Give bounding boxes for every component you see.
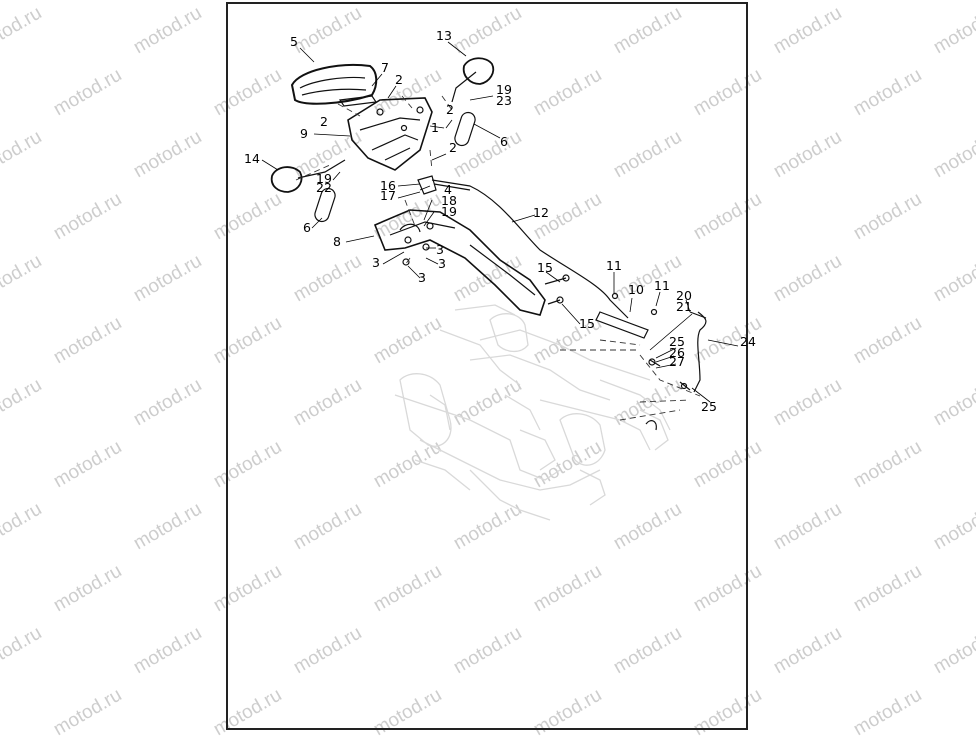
part-callout-5: 5 — [290, 34, 298, 49]
part-callout-1: 1 — [431, 120, 439, 135]
part-callout-10: 10 — [628, 282, 644, 297]
part-callout-2: 2 — [320, 114, 328, 129]
part-callout-4: 4 — [444, 182, 452, 197]
part-callout-22: 22 — [316, 180, 332, 195]
part-callout-2: 2 — [446, 102, 454, 117]
part-callout-2: 2 — [449, 140, 457, 155]
part-callout-21: 21 — [676, 299, 692, 314]
part-callout-3: 3 — [372, 255, 380, 270]
part-callout-11: 11 — [654, 278, 670, 293]
part-callout-6: 6 — [303, 220, 311, 235]
part-callout-27: 27 — [669, 354, 685, 369]
part-callout-19: 19 — [316, 171, 332, 186]
part-callout-11: 11 — [606, 258, 622, 273]
part-callout-15: 15 — [579, 316, 595, 331]
dashed-leaders — [295, 95, 701, 421]
part-callout-18: 18 — [441, 193, 457, 208]
part-callout-3: 3 — [438, 256, 446, 271]
part-callout-8: 8 — [333, 234, 341, 249]
part-callout-19: 19 — [496, 82, 512, 97]
parts-linework — [270, 57, 707, 431]
part-callout-25: 25 — [669, 334, 685, 349]
part-callout-20: 20 — [676, 288, 692, 303]
part-callout-17: 17 — [380, 188, 396, 203]
part-callout-19: 19 — [441, 204, 457, 219]
part-callout-14: 14 — [244, 151, 260, 166]
part-callout-26: 26 — [669, 345, 685, 360]
part-callout-7: 7 — [381, 60, 389, 75]
part-callout-13: 13 — [436, 28, 452, 43]
vehicle-frame-ghost — [394, 304, 671, 521]
part-callout-23: 23 — [496, 93, 512, 108]
part-callout-12: 12 — [533, 205, 549, 220]
part-callout-16: 16 — [380, 178, 396, 193]
part-callout-3: 3 — [418, 270, 426, 285]
callout-leaders — [261, 41, 739, 403]
part-callout-15: 15 — [537, 260, 553, 275]
part-callout-24: 24 — [740, 334, 756, 349]
part-callout-9: 9 — [300, 126, 308, 141]
part-callout-3: 3 — [436, 242, 444, 257]
part-callout-6: 6 — [500, 134, 508, 149]
diagram-frame — [226, 2, 748, 730]
part-callout-2: 2 — [395, 72, 403, 87]
part-callout-25: 25 — [701, 399, 717, 414]
